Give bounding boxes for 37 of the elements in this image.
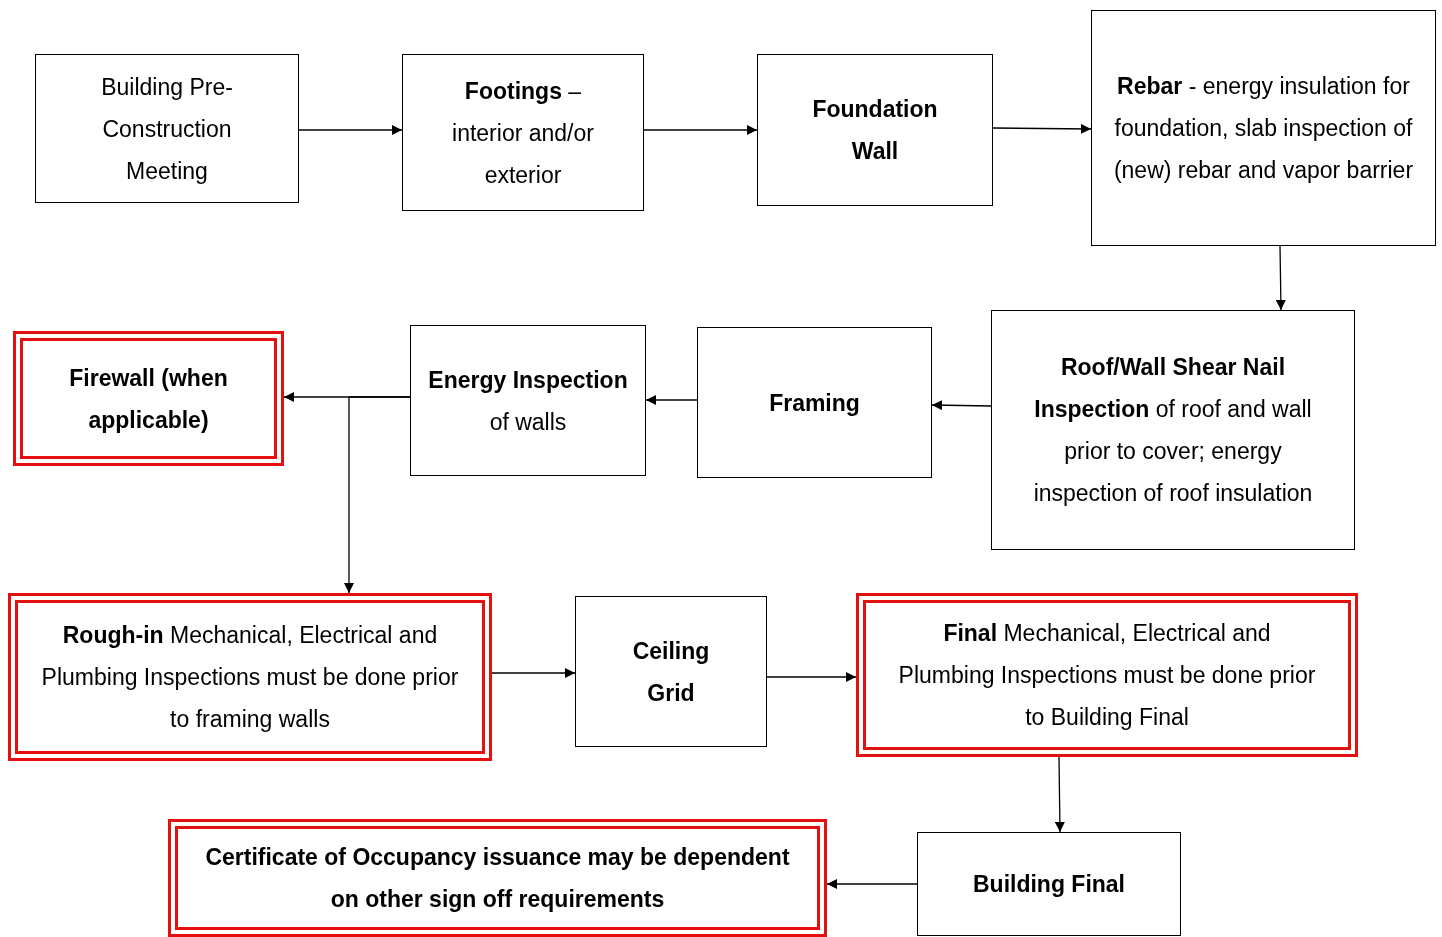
process-box (1091, 10, 1436, 246)
note-box (13, 331, 284, 466)
note-box (856, 593, 1358, 757)
arrow (344, 396, 411, 594)
step-text: Framing (769, 388, 860, 418)
step-text: Rebar - energy insulation for foundation, slab inspection of (new) rebar and vapor barrier (1113, 72, 1414, 185)
step-text: Building Final (972, 870, 1125, 899)
step-text: Final Mechanical, Electrical and Plumbing Inspections must be done prior to Building Final (897, 619, 1317, 732)
arrow (298, 125, 403, 135)
arrow (766, 672, 857, 682)
step-text: Roof/Wall Shear Nail Inspection of roof and wall prior to cover; energy inspection of roof insulation (1032, 353, 1314, 508)
arrow (826, 879, 918, 889)
step-text: Foundation Wall (811, 95, 939, 166)
step-text: Footings – interior and/or exterior (451, 76, 595, 190)
process-box (575, 596, 767, 747)
process-box (410, 325, 646, 476)
step-text: Certificate of Occupancy issuance may be dependent on other sign off requirements (204, 843, 791, 914)
arrow (1054, 756, 1065, 833)
arrow (491, 668, 576, 678)
process-box (917, 832, 1181, 936)
process-box (402, 54, 644, 211)
note-box (8, 593, 492, 761)
arrow (645, 395, 698, 405)
process-box (35, 54, 299, 203)
note-box (168, 819, 827, 937)
step-text: Energy Inspection of walls (427, 365, 629, 437)
step-text: Rough-in Mechanical, Electrical and Plumbing Inspections must be done prior to framing walls (40, 621, 460, 734)
step-text: Ceiling Grid (631, 636, 711, 708)
process-box (757, 54, 993, 206)
step-text: Building Pre-Construction Meeting (100, 72, 234, 186)
arrow (1275, 245, 1286, 311)
arrow (992, 123, 1092, 134)
arrow (931, 400, 992, 411)
process-box (991, 310, 1355, 550)
arrow (643, 125, 758, 135)
process-box (697, 327, 932, 478)
step-text: Firewall (when applicable) (68, 363, 229, 435)
